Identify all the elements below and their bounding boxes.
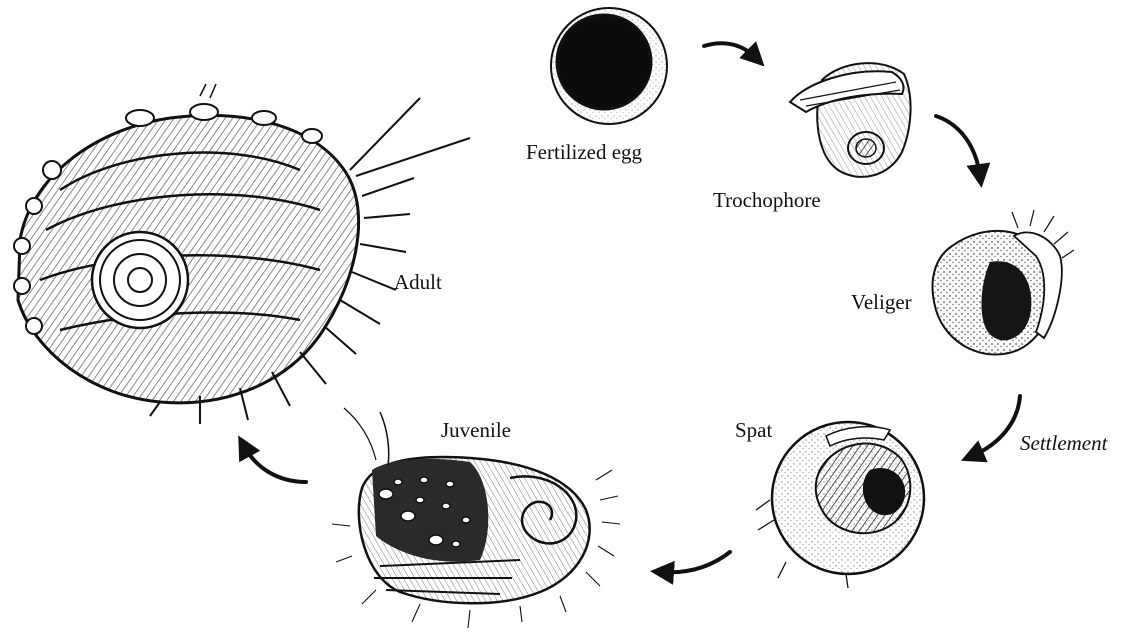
arrow-veliger-to-spat — [972, 396, 1020, 456]
label-fertilized-egg: Fertilized egg — [526, 142, 642, 163]
veliger-illustration — [933, 210, 1074, 355]
spat-illustration — [756, 422, 924, 588]
label-adult: Adult — [394, 272, 442, 293]
arrow-egg-to-trochophore — [704, 43, 756, 58]
label-settlement: Settlement — [1020, 433, 1107, 454]
adult-illustration — [14, 84, 470, 424]
arrow-spat-to-juvenile — [662, 552, 730, 572]
label-veliger: Veliger — [851, 292, 912, 313]
label-spat: Spat — [735, 420, 772, 441]
label-juvenile: Juvenile — [441, 420, 511, 441]
fertilized-egg-illustration — [551, 8, 667, 124]
arrow-juvenile-to-adult — [244, 446, 306, 482]
arrow-trochophore-to-veliger — [936, 116, 980, 176]
label-trochophore: Trochophore — [713, 190, 821, 211]
trochophore-illustration — [790, 63, 911, 177]
